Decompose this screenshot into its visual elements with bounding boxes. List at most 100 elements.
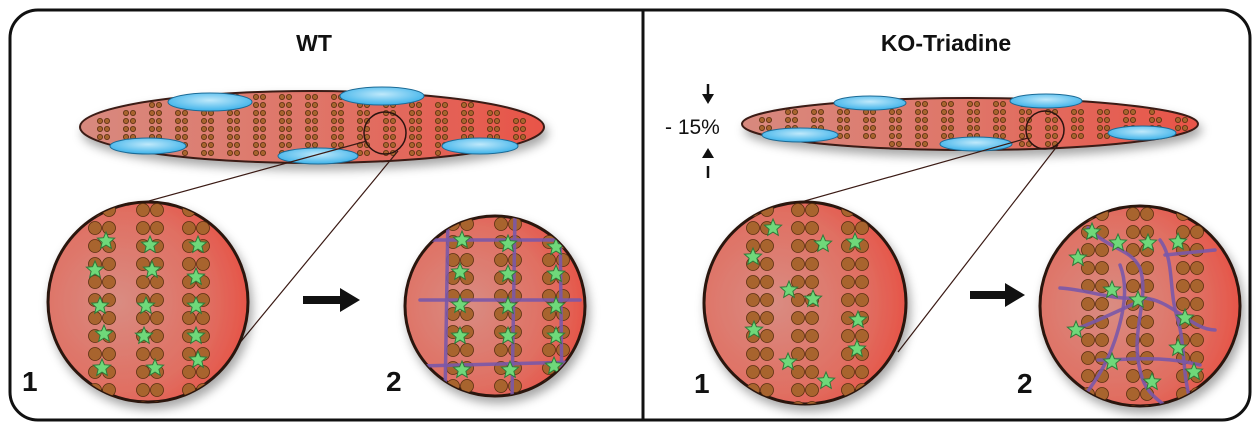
myofibril-dot — [196, 257, 210, 271]
myofibril-dot — [150, 401, 164, 402]
myofibril-dot — [542, 217, 556, 231]
myofibril-dot — [137, 186, 150, 199]
myofibril-dot — [434, 126, 441, 133]
protein-star — [1108, 232, 1128, 252]
myofibril-dot — [791, 311, 805, 325]
myofibril-dot — [513, 126, 520, 133]
protein-star — [145, 357, 165, 377]
myofibril-dot — [870, 117, 877, 124]
myofibril-dot — [233, 126, 240, 133]
network-line — [443, 216, 450, 396]
myofibril-dot — [791, 275, 805, 289]
myofibril-dot — [922, 117, 929, 124]
myofibril-dot — [760, 239, 774, 253]
myofibril-dot — [1052, 132, 1059, 139]
myofibril-dot — [1019, 109, 1026, 116]
zoom-circle-wt-2 — [403, 200, 587, 411]
myofibril-dot — [200, 141, 207, 148]
myofibril-dot — [136, 365, 150, 379]
protein-star — [546, 295, 566, 315]
protein-star — [1175, 307, 1195, 327]
myofibril-dot — [1127, 190, 1140, 203]
myofibril-dot — [278, 126, 285, 133]
myofibril-dot — [1071, 132, 1078, 139]
myofibril-dot — [461, 398, 474, 411]
myofibril-dot — [389, 118, 396, 125]
myofibril-dot — [1176, 279, 1190, 293]
myofibril-dot — [356, 110, 363, 117]
zoom-circle-wt-1 — [46, 186, 250, 404]
myofibril-dot — [974, 117, 981, 124]
myofibril-dot — [182, 221, 196, 235]
myofibril-dot — [150, 203, 164, 217]
protein-star — [847, 338, 867, 358]
myofibril-dot — [150, 221, 164, 235]
myofibril-dot — [922, 132, 929, 139]
myofibril-dot — [896, 117, 903, 124]
myofibril-dot — [88, 347, 102, 361]
myofibril-dot — [337, 133, 344, 140]
myofibril-dot — [441, 118, 448, 125]
network-line — [1163, 248, 1217, 257]
myofibril-dot — [791, 401, 805, 404]
myofibril-dot — [304, 102, 311, 109]
myofibril-dot — [1078, 109, 1085, 116]
myofibril-dot — [182, 365, 196, 379]
myofibril-dot — [542, 253, 556, 267]
myofibril-dot — [174, 110, 181, 117]
myofibril-dot — [495, 200, 508, 213]
myofibril-dot — [104, 126, 111, 133]
myofibril-dot — [1140, 333, 1154, 347]
myofibril-dot — [123, 118, 130, 125]
myofibril-dot — [181, 133, 188, 140]
myofibril-dot — [408, 126, 415, 133]
myofibril-dot — [967, 109, 974, 116]
myofibril-dot — [746, 203, 760, 217]
myofibril-dot — [415, 102, 422, 109]
myofibril-dot — [259, 133, 266, 140]
myofibril-dot — [285, 94, 292, 101]
myofibril-dot — [855, 329, 869, 343]
myofibril-dot — [136, 347, 150, 361]
myofibril-dot — [1126, 207, 1140, 221]
myofibril-dot — [805, 365, 819, 379]
myofibril-dot — [155, 102, 162, 109]
myofibril-dot — [460, 102, 467, 109]
myofibril-dot — [434, 133, 441, 140]
zoom-region — [1025, 110, 1065, 150]
nucleus — [761, 127, 839, 143]
myofibril-dot — [434, 102, 441, 109]
myofibril-dot — [841, 221, 855, 235]
panel-title-ko: KO-Triadine — [881, 30, 1011, 56]
protein-star — [1102, 351, 1122, 371]
myofibril-dot — [446, 343, 460, 357]
myofibril-dot — [1019, 132, 1026, 139]
myofibril-dot — [363, 110, 370, 117]
myofibril-dot — [746, 221, 760, 235]
myofibril-dot — [1176, 207, 1190, 221]
myofibril-dot — [460, 126, 467, 133]
myofibril-dot — [382, 133, 389, 140]
protein-star — [1128, 289, 1148, 309]
myofibril-dot — [460, 118, 467, 125]
myofibril-dot — [181, 149, 188, 156]
myofibril-dot — [311, 102, 318, 109]
myofibril-dot — [1126, 369, 1140, 383]
myofibril-dot — [102, 275, 116, 289]
protein-star — [546, 325, 566, 345]
myofibril-dot — [863, 125, 870, 132]
myofibril-dot — [759, 117, 766, 124]
myofibril-dot — [785, 117, 792, 124]
myofibril-dot — [1082, 190, 1095, 203]
myofibril-dot — [1190, 297, 1204, 311]
myofibril-dot — [1190, 333, 1204, 347]
myofibril-dot — [129, 110, 136, 117]
myofibril-dot — [252, 133, 259, 140]
myofibril-dot — [805, 221, 819, 235]
myofibril-dot — [1071, 109, 1078, 116]
myofibril-dot — [330, 118, 337, 125]
myofibril-dot — [1097, 132, 1104, 139]
myofibril-dot — [1191, 190, 1204, 203]
myofibril-dot — [1190, 279, 1204, 293]
